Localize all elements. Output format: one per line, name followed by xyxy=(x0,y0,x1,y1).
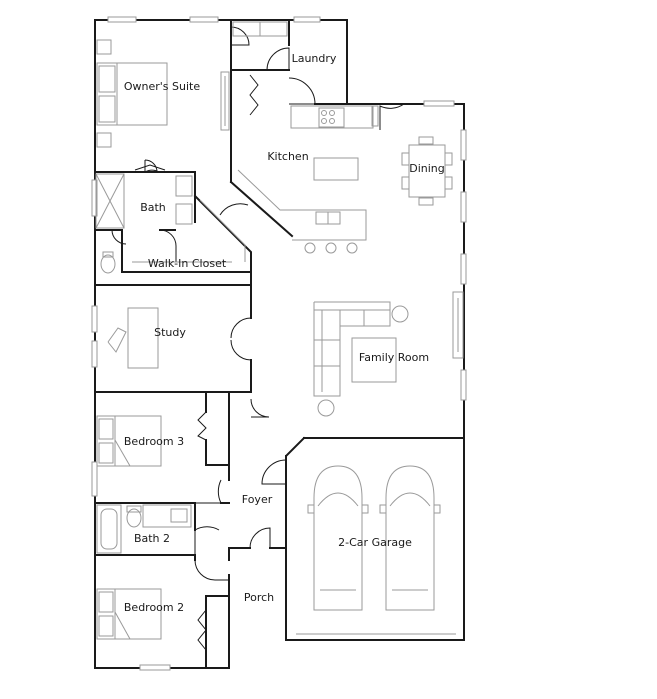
bedroom-2-bed xyxy=(96,588,162,640)
label-owners-suite: Owner's Suite xyxy=(124,80,200,93)
label-bath-2: Bath 2 xyxy=(134,532,170,545)
garage-car-left xyxy=(307,465,369,611)
label-bedroom-2: Bedroom 2 xyxy=(124,601,184,614)
room-labels: Owner's Suite Laundry Kitchen Dining Bat… xyxy=(124,52,445,614)
interior-walls xyxy=(94,19,465,669)
label-laundry: Laundry xyxy=(292,52,337,65)
garage-car-right xyxy=(379,465,441,611)
owners-bed xyxy=(96,62,168,126)
label-study: Study xyxy=(154,326,186,339)
bedroom-3-bed xyxy=(96,415,162,467)
label-bedroom-3: Bedroom 3 xyxy=(124,435,184,448)
label-2-car-garage: 2-Car Garage xyxy=(338,536,412,549)
furniture xyxy=(95,21,464,640)
doors xyxy=(111,26,405,651)
label-kitchen: Kitchen xyxy=(267,150,308,163)
label-foyer: Foyer xyxy=(242,493,273,506)
label-bath: Bath xyxy=(140,201,166,214)
dining-table xyxy=(408,144,446,198)
label-walk-in-closet: Walk-In Closet xyxy=(148,257,227,270)
label-dining: Dining xyxy=(409,162,445,175)
windows xyxy=(91,16,467,671)
label-porch: Porch xyxy=(244,591,274,604)
label-family-room: Family Room xyxy=(359,351,429,364)
